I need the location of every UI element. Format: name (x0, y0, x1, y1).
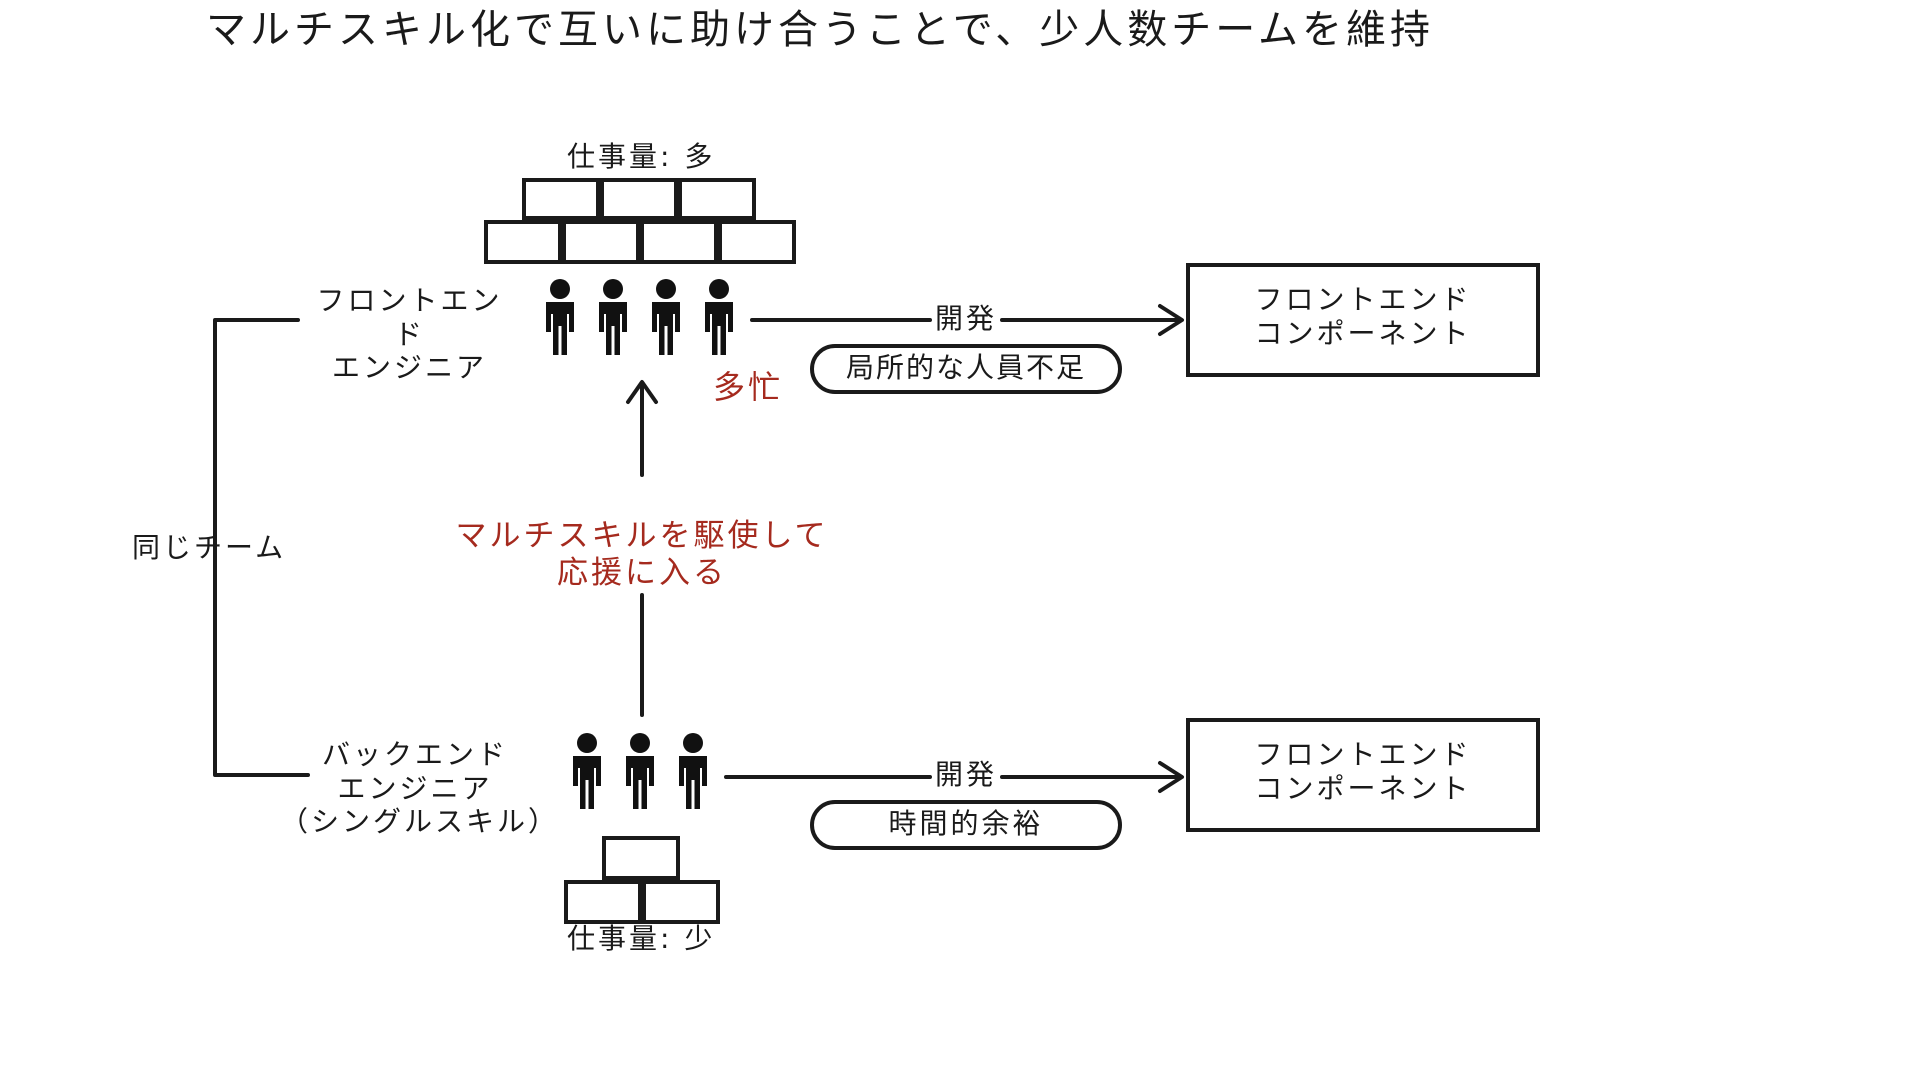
frontend-dev-label: 開発 (935, 302, 998, 335)
frontend-dev-arrow (750, 304, 1184, 336)
support-arrow (626, 380, 658, 717)
backend-dev-label: 開発 (935, 758, 998, 791)
backend-dev-arrow (724, 761, 1184, 793)
backend-workload-label: 仕事量: 少 (567, 922, 716, 955)
backend-status-label: 時間的余裕 (888, 807, 1044, 840)
frontend-status-label: 局所的な人員不足 (845, 351, 1086, 384)
frontend-workload-bricks (484, 178, 796, 264)
frontend-engineers (546, 279, 733, 355)
support-label: マルチスキルを駆使して 応援に入る (455, 518, 829, 592)
team-label: 同じチーム (132, 531, 287, 564)
team-bracket (213, 318, 310, 777)
backend-engineers (573, 733, 707, 809)
frontend-workload-label: 仕事量: 多 (567, 140, 716, 173)
backend-group-label: バックエンド エンジニア （シングルスキル） (280, 738, 560, 839)
frontend-target-box (1186, 263, 1540, 377)
frontend-status-pill (810, 344, 1122, 394)
backend-workload-bricks (564, 836, 720, 924)
frontend-busy-label: 多忙 (713, 368, 784, 406)
diagram-title: マルチスキル化で互いに助け合うことで、少人数チームを維持 (206, 7, 1434, 53)
frontend-group-label: フロントエンド エンジニア (316, 284, 503, 385)
backend-target-box (1186, 718, 1540, 832)
backend-status-pill (810, 800, 1122, 850)
backend-target-label: フロントエンド コンポーネント (1254, 738, 1472, 805)
frontend-target-label: フロントエンド コンポーネント (1254, 283, 1472, 350)
